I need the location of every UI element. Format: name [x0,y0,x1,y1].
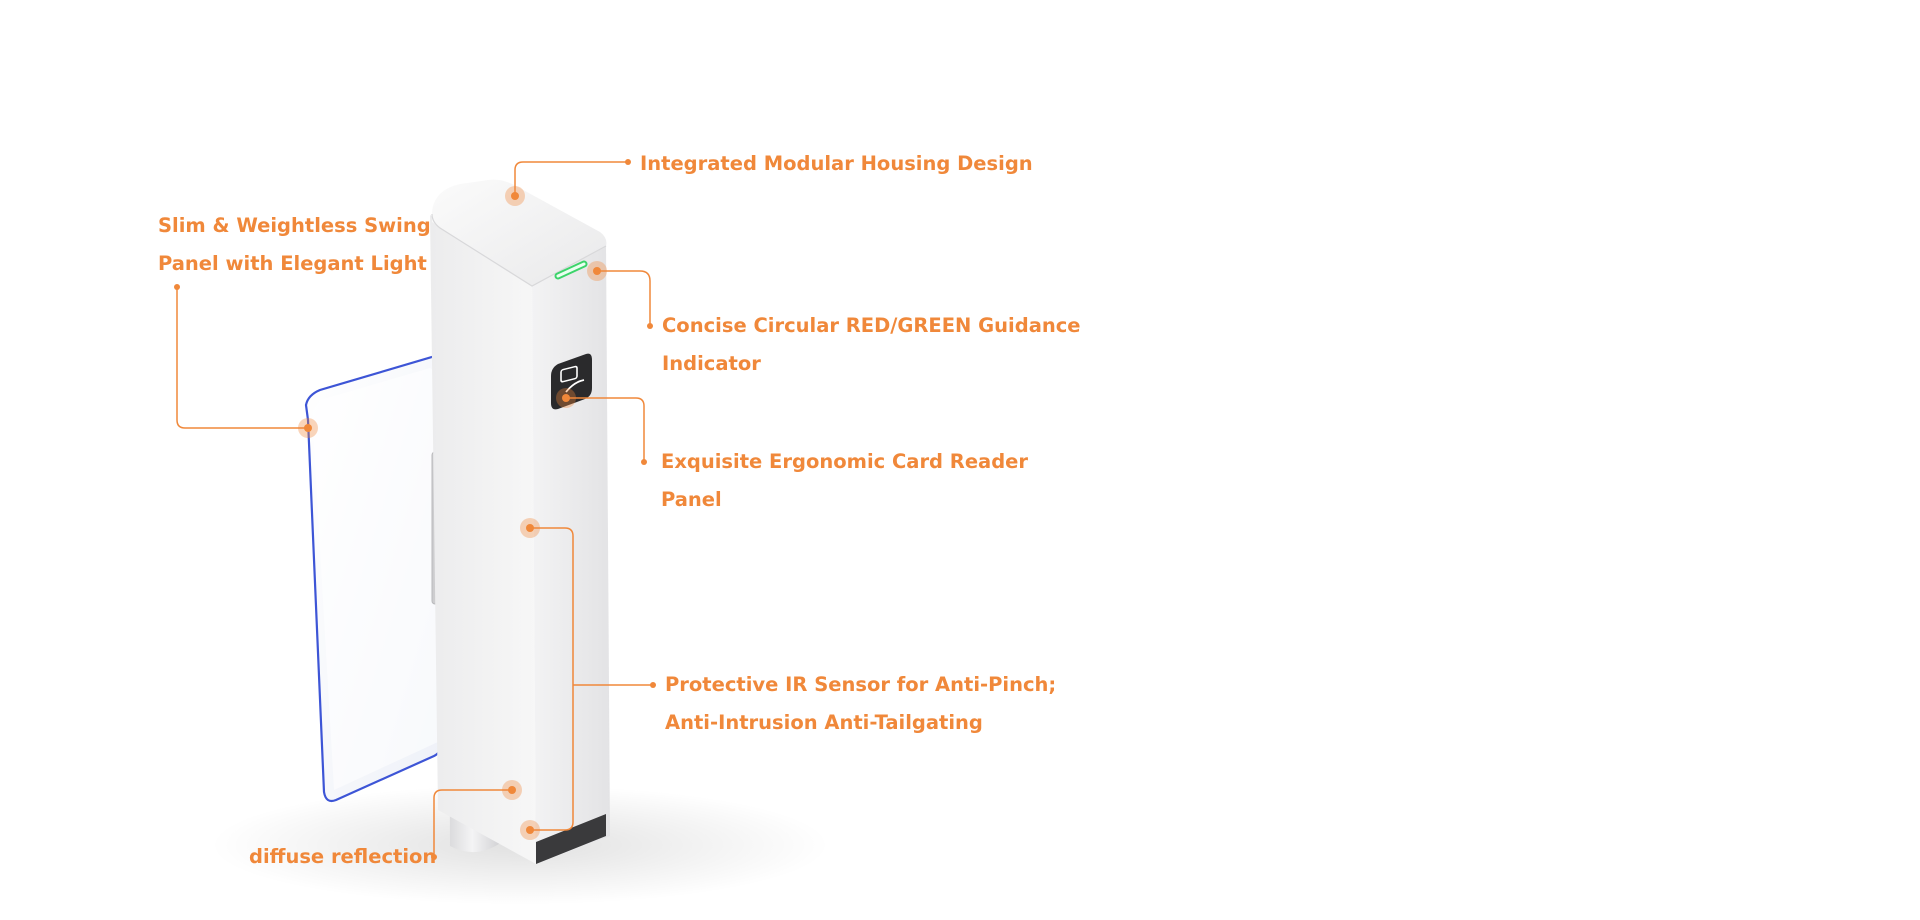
callout-ir-sensor-line-1: Protective IR Sensor for Anti-Pinch; [665,673,1057,696]
cabinet [430,179,610,864]
callout-housing: Integrated Modular Housing Design [640,145,1033,183]
card-reader [551,353,592,410]
callout-ir-sensor: Protective IR Sensor for Anti-Pinch; Ant… [665,666,1056,742]
callout-diffuse-line-1: diffuse reflection [249,845,437,868]
callout-card-reader: Exquisite Ergonomic Card Reader Panel [661,443,1028,519]
callout-swing-panel-line-2: Panel with Elegant Light [158,252,427,275]
callout-lines [176,161,653,857]
indicator-light [554,260,588,280]
callout-housing-line-1: Integrated Modular Housing Design [640,152,1033,175]
callout-ir-sensor-line-2: Anti-Intrusion Anti-Tailgating [665,711,983,734]
callout-card-reader-line-2: Panel [661,488,722,511]
callout-indicator-line-1: Concise Circular RED/GREEN Guidance [662,314,1081,337]
callout-indicator-line-2: Indicator [662,352,761,375]
callout-swing-panel-line-1: Slim & Weightless Swing [158,214,431,237]
callout-card-reader-line-1: Exquisite Ergonomic Card Reader [661,450,1029,473]
callout-diffuse: diffuse reflection [249,838,436,876]
callout-swing-panel: Slim & Weightless Swing Panel with Elega… [158,207,431,283]
swing-panel [304,355,444,803]
callout-indicator: Concise Circular RED/GREEN Guidance Indi… [662,307,1081,383]
callout-markers [174,159,656,860]
